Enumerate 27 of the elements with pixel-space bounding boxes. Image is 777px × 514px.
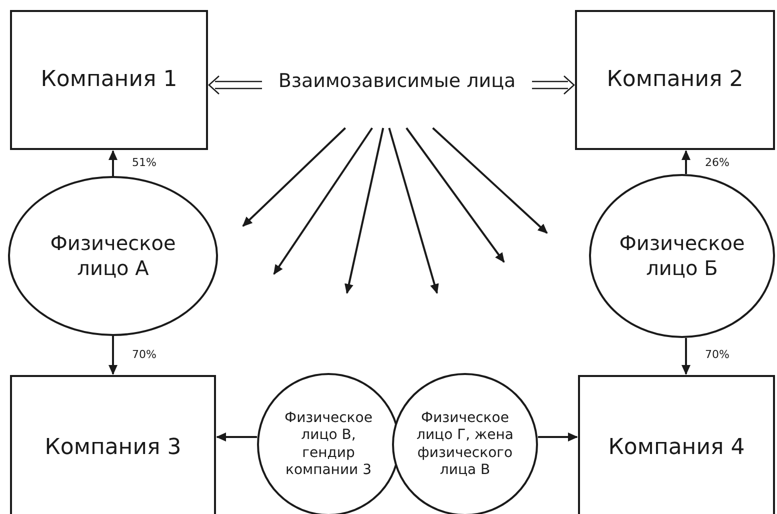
arrow [682, 338, 690, 375]
arrow [406, 127, 505, 263]
arrow [538, 432, 578, 442]
node-label: Компания 2 [606, 66, 744, 94]
group-label: Взаимозависимые лица [278, 70, 516, 94]
arrow [273, 127, 373, 275]
arrow [432, 127, 548, 234]
node-label: Физическое лицо А [49, 231, 177, 281]
node-label: Компания 1 [40, 66, 178, 94]
arrow [108, 150, 118, 176]
arrow [388, 128, 439, 294]
arrow [108, 336, 118, 375]
node-label: Физическое лицо Б [619, 231, 745, 281]
double-arrow [208, 75, 263, 95]
node-label: Компания 3 [44, 434, 182, 462]
node-label: Физическое лицо В, гендир компании 3 [284, 410, 374, 480]
edge-label: 70% [704, 348, 730, 361]
double-arrow [531, 75, 575, 95]
edge-label: 51% [131, 156, 158, 169]
edge-label: 70% [131, 348, 158, 361]
arrow [682, 150, 690, 174]
arrow [242, 127, 346, 227]
arrow [344, 128, 384, 294]
arrow [216, 432, 257, 442]
node-label: Компания 4 [608, 434, 745, 462]
edge-label: 26% [704, 156, 730, 169]
node-label: Физическое лицо Г, жена физического лица В [416, 410, 514, 480]
